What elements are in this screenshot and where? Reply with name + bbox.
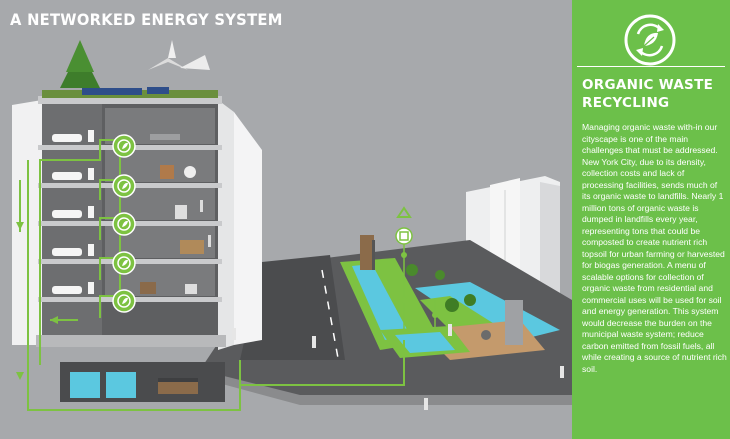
- pedestrians: [232, 324, 564, 410]
- recycle-icon: [396, 206, 412, 218]
- recycle-leaf-icon: [624, 14, 676, 66]
- green-roof: [42, 40, 218, 98]
- recycle-leaf-icon: [112, 174, 136, 198]
- street-pins: [401, 235, 438, 330]
- panel-heading-line2: RECYCLING: [582, 95, 670, 111]
- street-trees: [360, 235, 523, 345]
- recycle-leaf-icon: [112, 134, 136, 158]
- isometric-scene: [12, 40, 572, 411]
- panel-heading-line1: ORGANIC WASTE: [582, 77, 714, 93]
- compost-bin-icon: [395, 227, 413, 245]
- energy-system-illustration: [12, 40, 572, 411]
- recycle-leaf-icon: [112, 212, 136, 236]
- floor-icons: [112, 134, 136, 313]
- panel-heading: ORGANIC WASTE RECYCLING: [582, 76, 727, 112]
- panel-divider: [577, 66, 725, 67]
- recycle-leaf-icon: [112, 251, 136, 275]
- info-panel: ORGANIC WASTE RECYCLING Managing organic…: [572, 0, 730, 439]
- flow-arrows: [16, 222, 58, 380]
- recycle-leaf-icon: [112, 289, 136, 313]
- page-title: A NETWORKED ENERGY SYSTEM: [10, 10, 283, 29]
- panel-body-text: Managing organic waste with-in our citys…: [582, 122, 727, 374]
